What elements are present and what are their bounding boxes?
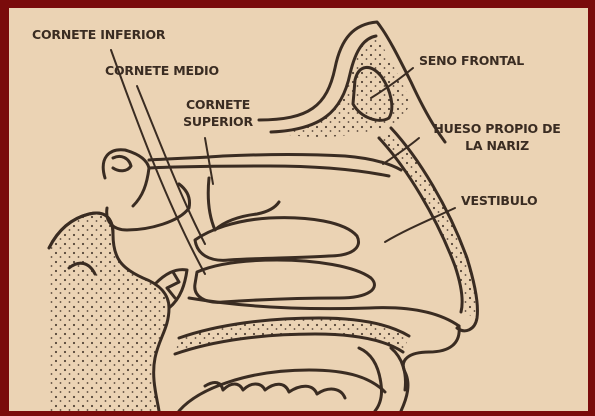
leader-cornete-inferior [111, 50, 205, 274]
palate-texture [175, 318, 409, 354]
label-cornete-superior-line2: SUPERIOR [173, 113, 263, 130]
middle-turbinate [195, 218, 359, 261]
inferior-turbinate [195, 260, 375, 302]
label-cornete-superior-line1: CORNETE [173, 96, 263, 113]
label-cornete-inferior: CORNETE INFERIOR [32, 26, 165, 43]
label-vestibulo: VESTIBULO [461, 192, 537, 209]
upper-lip [401, 326, 459, 411]
label-hueso-propio-line2: LA NARIZ [417, 137, 577, 154]
upper-teeth [205, 383, 345, 398]
label-seno-frontal: SENO FRONTAL [419, 52, 524, 69]
label-hueso-propio-line1: HUESO PROPIO DE [417, 120, 577, 137]
label-hueso-propio: HUESO PROPIO DE LA NARIZ [417, 120, 577, 154]
label-cornete-medio: CORNETE MEDIO [105, 62, 219, 79]
tongue-outline [179, 370, 385, 411]
posterior-bone-texture [49, 213, 169, 411]
label-cornete-superior: CORNETE SUPERIOR [173, 96, 263, 130]
